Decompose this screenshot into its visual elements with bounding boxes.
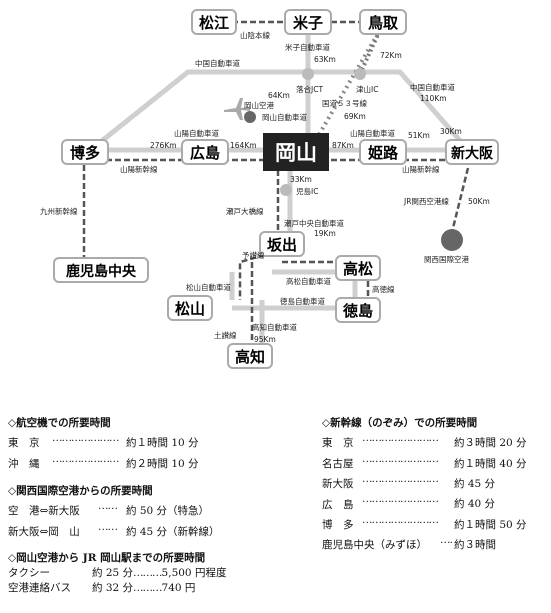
label-d64: 64Km — [268, 91, 290, 100]
air-section: ◇航空機での所要時間 東 京…………………約１時間 10 分 沖 縄………………… — [8, 416, 258, 472]
label-okayama-exp: 岡山自動車道 — [262, 112, 307, 122]
label-kotoku: 高徳線 — [372, 284, 395, 294]
node-matsuyama: 松山 — [167, 295, 213, 321]
label-r53: 国道５３号線 — [322, 98, 367, 108]
label-d51: 51Km — [408, 131, 430, 140]
label-sanyo-shinkansen-w: 山陽新幹線 — [120, 164, 158, 174]
label-d110: 110Km — [420, 94, 447, 103]
svg-text:徳島: 徳島 — [342, 302, 373, 320]
kansai-row: 空 港⇔新大阪……約 50 分（特急） — [8, 500, 210, 518]
label-yosan: 予讃線 — [242, 250, 265, 260]
label-tokushima-exp: 徳島自動車道 — [280, 296, 325, 306]
label-tsuyama-ic: 津山IC — [356, 84, 378, 94]
label-sanyo-exp-e: 山陽自動車道 — [350, 128, 395, 138]
svg-text:博多: 博多 — [70, 144, 100, 162]
airport-access-heading: ◇岡山空港から JR 岡山駅までの所要時間 — [8, 552, 206, 564]
label-okayama-airport: 岡山空港 — [244, 100, 274, 110]
access-map: 松江 米子 鳥取 博多 広島 岡山 姫路 新大阪 — [40, 9, 499, 369]
node-hakata: 博多 — [61, 139, 109, 165]
svg-text:姫路: 姫路 — [368, 144, 399, 162]
label-d30: 30Km — [440, 127, 462, 136]
node-kochi: 高知 — [227, 343, 273, 369]
node-tottori: 鳥取 — [359, 9, 407, 35]
airport-access-section: ◇岡山空港から JR 岡山駅までの所要時間 タクシー約 25 分………5,500… — [8, 551, 308, 597]
kansai-row: 新大阪⇔岡 山……約 45 分（新幹線） — [8, 520, 220, 538]
label-sanin: 山陰本線 — [240, 30, 270, 40]
label-seto-chuo-exp: 瀬戸中央自動車道 — [284, 218, 344, 228]
label-takamatsu-exp: 高松自動車道 — [286, 276, 331, 286]
tsuyama-dots — [358, 29, 382, 75]
label-sanyo-exp-w: 山陽自動車道 — [174, 128, 219, 138]
svg-text:鹿児島中央: 鹿児島中央 — [65, 263, 137, 280]
label-d164: 164Km — [230, 141, 257, 150]
svg-text:新大阪: 新大阪 — [451, 145, 494, 162]
node-takamatsu: 高松 — [335, 255, 381, 281]
label-d87: 87Km — [332, 141, 354, 150]
node-kagoshima: 鹿児島中央 — [53, 257, 149, 283]
shinkansen-row: 名古屋……………………約１時間 40 分 — [322, 452, 527, 470]
shinkansen-section: ◇新幹線（のぞみ）での所要時間 東 京……………………約３時間 20 分 名古屋… — [322, 416, 548, 554]
svg-text:坂出: 坂出 — [267, 236, 297, 254]
svg-text:米子: 米子 — [293, 14, 323, 32]
label-d63: 63Km — [314, 55, 336, 64]
air-row: 沖 縄…………………約２時間 10 分 — [8, 452, 199, 470]
label-kojima-ic: 児島IC — [296, 186, 318, 196]
access-row: タクシー約 25 分………5,500 円程度 — [8, 567, 227, 580]
label-kochi-exp: 高知自動車道 — [252, 322, 297, 332]
svg-text:松江: 松江 — [199, 14, 229, 32]
tsuyama-ic-dot — [354, 68, 366, 80]
label-d276: 276Km — [150, 141, 177, 150]
label-chugoku-w: 中国自動車道 — [195, 58, 240, 68]
route-53-line — [308, 28, 382, 152]
node-matsue: 松江 — [191, 9, 237, 35]
svg-text:高松: 高松 — [343, 260, 373, 278]
air-row: 東 京…………………約１時間 10 分 — [8, 432, 199, 450]
node-himeji: 姫路 — [359, 139, 407, 165]
svg-text:高知: 高知 — [235, 348, 265, 366]
label-d33: 33Km — [290, 175, 312, 184]
okayama-airport-dot — [244, 111, 256, 123]
air-heading: ◇航空機での所要時間 — [8, 417, 111, 429]
rakugo-jct-dot — [302, 68, 314, 80]
shinkansen-heading: ◇新幹線（のぞみ）での所要時間 — [322, 417, 478, 429]
node-yonago: 米子 — [284, 9, 332, 35]
kansai-section: ◇関西国際空港からの所要時間 空 港⇔新大阪……約 50 分（特急） 新大阪⇔岡… — [8, 484, 268, 540]
label-d50: 50Km — [468, 197, 490, 206]
node-okayama: 岡山 — [263, 133, 329, 171]
label-chugoku-e: 中国自動車道 — [410, 82, 455, 92]
node-hiroshima: 広島 — [181, 139, 229, 165]
svg-text:松山: 松山 — [175, 300, 205, 318]
label-jr-kanku: JR関西空港線 — [403, 196, 449, 206]
label-seto-bridge: 瀬戸大橋線 — [226, 206, 264, 216]
kojima-ic-dot — [280, 184, 292, 196]
airplane-icon — [224, 98, 250, 120]
node-shinosaka: 新大阪 — [445, 139, 499, 165]
shinkansen-row: 鹿児島中央（みずほ）……約３時間 — [322, 534, 496, 552]
label-matsuyama-exp: 松山自動車道 — [186, 282, 231, 292]
svg-text:岡山: 岡山 — [275, 141, 317, 165]
shinkansen-row: 東 京……………………約３時間 20 分 — [322, 432, 527, 450]
label-rakugo-jct: 落合JCT — [296, 84, 323, 94]
node-sakaide: 坂出 — [259, 231, 305, 257]
shinkansen-row: 博 多……………………約１時間 50 分 — [322, 513, 527, 532]
label-kansai-airport: 関西国際空港 — [424, 254, 469, 264]
label-d69: 69Km — [344, 112, 366, 121]
label-d19: 19Km — [314, 229, 336, 238]
label-d95: 95Km — [254, 335, 276, 344]
svg-text:鳥取: 鳥取 — [368, 14, 399, 32]
jr-kanku-line — [450, 167, 470, 233]
label-sanyo-shinkansen-e: 山陽新幹線 — [402, 164, 440, 174]
shinkansen-row: 広 島……………………約 40 分 — [322, 493, 496, 511]
shinkansen-row: 新大阪……………………約 45 分 — [322, 473, 496, 491]
label-dosan: 土讃線 — [214, 330, 237, 340]
label-d72: 72Km — [380, 51, 402, 60]
kansai-airport-dot — [441, 229, 463, 251]
chugoku-expressway-line — [86, 69, 472, 154]
svg-text:広島: 広島 — [190, 144, 220, 162]
label-yonago-exp: 米子自動車道 — [285, 42, 330, 52]
access-row: 空港連絡バス約 32 分………740 円 — [8, 582, 196, 595]
kansai-heading: ◇関西国際空港からの所要時間 — [8, 485, 153, 497]
label-kyushu-shinkansen: 九州新幹線 — [40, 206, 78, 216]
node-tokushima: 徳島 — [335, 297, 381, 323]
